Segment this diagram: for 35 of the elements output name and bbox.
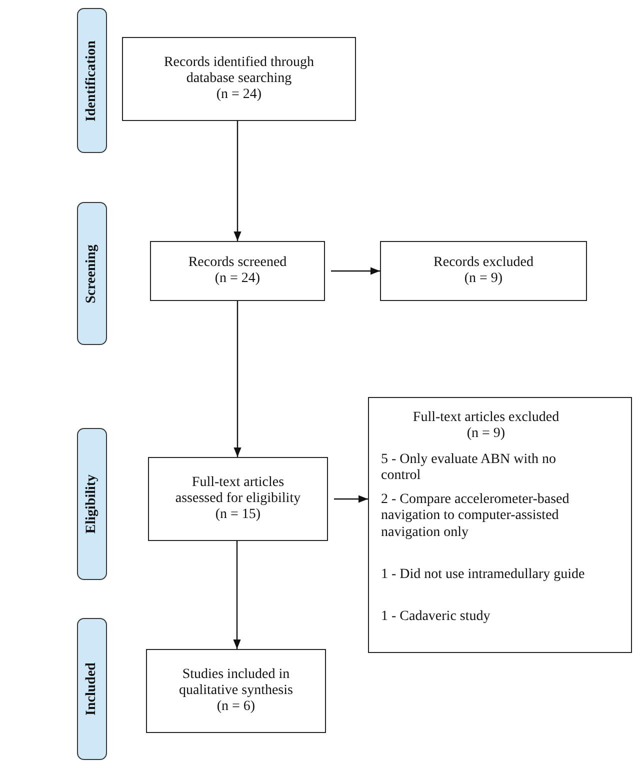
box-text: Full-text articles assessed for eligibility xyxy=(174,474,302,508)
process-box xyxy=(150,241,325,301)
exclusion-reason: 2 - Compare accelerometer-based navigation to computer-assisted navigation only xyxy=(381,492,570,541)
phase-label-band xyxy=(77,618,107,760)
exclusion-box xyxy=(368,397,632,653)
process-box xyxy=(146,649,326,733)
box-text: Studies included in qualitative synthesis xyxy=(178,666,294,700)
count-text: (n = 24) xyxy=(214,271,260,288)
exclusion-reason: 1 - Did not use intramedullary guide xyxy=(381,566,586,583)
exclusion-reason: 1 - Cadaveric study xyxy=(381,608,492,625)
process-box xyxy=(380,241,587,301)
exclusion-reason: 5 - Only evaluate ABN with no control xyxy=(381,452,557,484)
box-text: Full-text articles excluded xyxy=(412,410,560,426)
process-box xyxy=(122,37,356,121)
arrow xyxy=(233,541,241,649)
phase-label-band xyxy=(77,8,107,153)
count-text: (n = 15) xyxy=(215,507,261,524)
arrow xyxy=(234,121,242,241)
phase-label: Included xyxy=(84,662,100,716)
phase-label: Screening xyxy=(84,244,100,303)
count-text: (n = 9) xyxy=(464,271,503,288)
box-text: Records screened xyxy=(188,254,287,271)
count-text: (n = 6) xyxy=(216,699,256,716)
phase-label-band xyxy=(77,428,107,580)
box-text: Records excluded xyxy=(434,254,534,271)
count-text: (n = 24) xyxy=(216,87,262,104)
process-box xyxy=(148,457,328,541)
arrow xyxy=(234,301,242,457)
count-text: (n = 9) xyxy=(466,426,506,442)
box-text: Records identified through database searching xyxy=(162,54,316,88)
phase-label-band xyxy=(77,202,107,345)
arrow xyxy=(334,495,368,503)
arrow xyxy=(331,267,380,275)
phase-label: Eligibility xyxy=(84,474,100,534)
phase-label: Identification xyxy=(84,40,100,121)
